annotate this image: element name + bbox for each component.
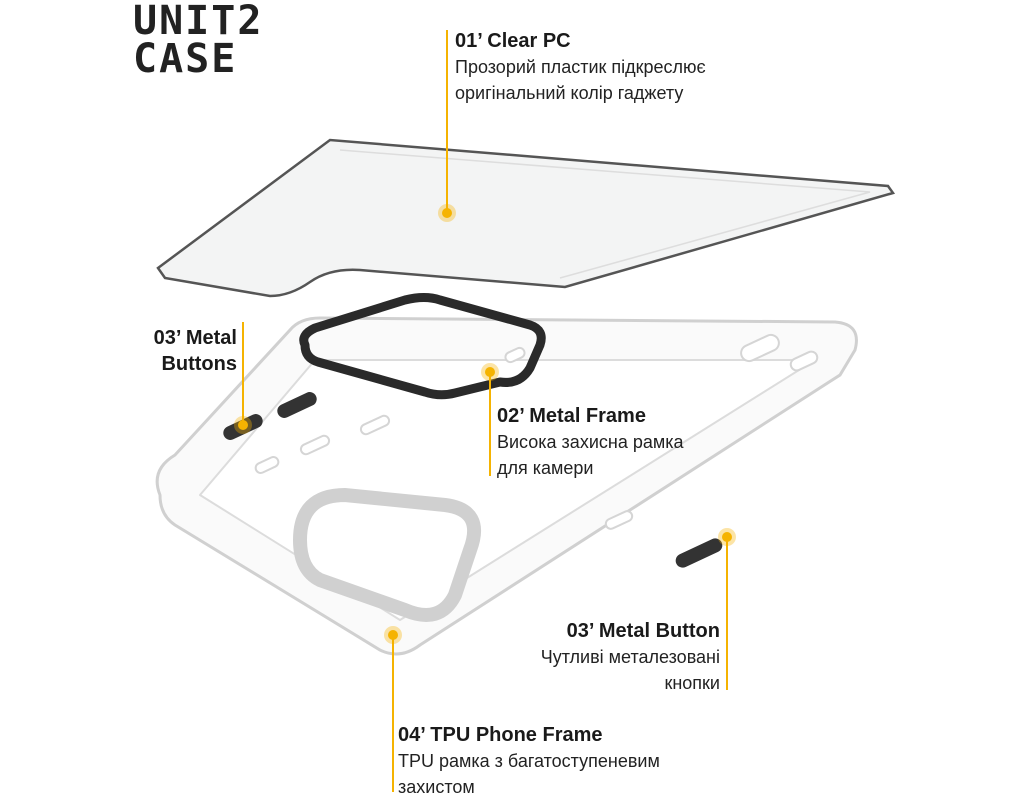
callout-title: 03’ Metal: [153, 327, 237, 349]
callout-title: 04’ TPU Phone Frame: [398, 724, 603, 746]
callout-metal-frame: 02’ Metal Frame Висока захисна рамка для…: [497, 403, 684, 481]
logo-line-1: UNIT2: [133, 0, 264, 44]
callout-desc: TPU рамка з багатоступеневим: [398, 751, 660, 771]
callout-desc: оригінальний колір гаджету: [455, 83, 684, 103]
callout-desc: захистом: [398, 777, 475, 797]
brand-logo: UNIT2 CASE: [133, 0, 313, 82]
callout-desc: Висока захисна рамка: [497, 432, 684, 452]
callout-desc: Прозорий пластик підкреслює: [455, 57, 706, 77]
callout-metal-button: 03’ Metal Button Чутливі металезовані кн…: [541, 618, 720, 696]
metal-camera-frame: [299, 293, 546, 400]
logo-line-2: CASE: [133, 36, 238, 82]
leader-lines: [242, 30, 728, 792]
callout-dots: [234, 204, 736, 644]
callout-metal-buttons: 03’ Metal Buttons: [154, 325, 237, 377]
callout-tpu-frame: 04’ TPU Phone Frame TPU рамка з багатост…: [398, 722, 660, 800]
metal-button: [675, 538, 723, 568]
callout-title: Buttons: [161, 353, 237, 375]
callout-title: 02’ Metal Frame: [497, 405, 646, 427]
callout-desc: кнопки: [664, 673, 720, 693]
callout-title: 03’ Metal Button: [566, 620, 720, 642]
callout-clear-pc: 01’ Clear PC Прозорий пластик підкреслює…: [455, 28, 706, 106]
callout-title: 01’ Clear PC: [455, 30, 571, 52]
callout-desc: Чутливі металезовані: [540, 647, 720, 667]
tpu-phone-frame: [155, 316, 858, 656]
callout-desc: для камери: [497, 458, 594, 478]
clear-pc-back-panel: [156, 138, 896, 298]
metal-button: [277, 392, 317, 418]
